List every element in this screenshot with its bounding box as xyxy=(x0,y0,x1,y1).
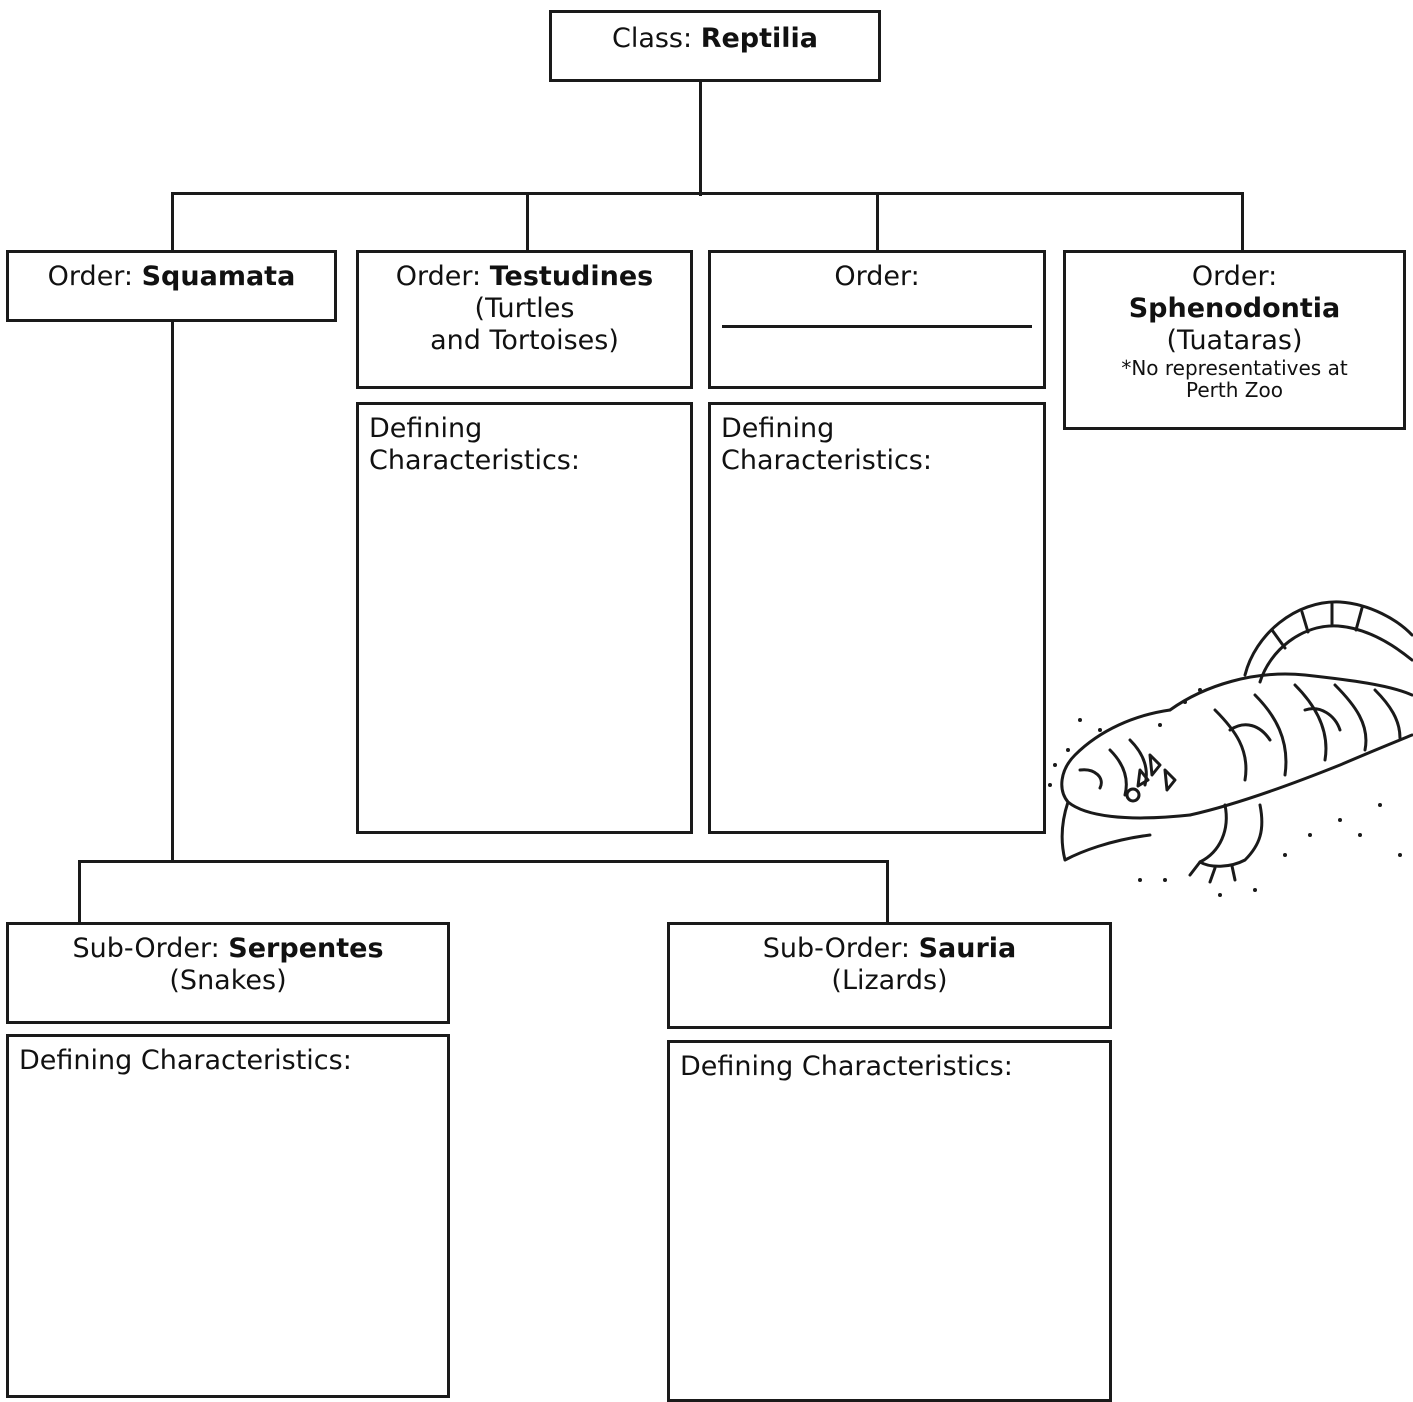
order-sphenodontia-note-line2: Perth Zoo xyxy=(1186,378,1283,402)
unknown-order-characteristics-label-line1: Defining xyxy=(721,413,835,444)
order-testudines-common-line2: and Tortoises) xyxy=(430,325,619,356)
order-squamata-box: Order: Squamata xyxy=(6,250,337,322)
order-squamata-name: Squamata xyxy=(141,261,296,292)
order-testudines-name: Testudines xyxy=(489,261,654,292)
blue-tongue-lizard-illustration-icon xyxy=(1048,600,1413,897)
suborder-serpentes-box: Sub-Order: Serpentes (Snakes) xyxy=(6,922,450,1024)
testudines-characteristics-label-line1: Defining xyxy=(369,413,483,444)
testudines-characteristics-box[interactable]: Defining Characteristics: xyxy=(356,402,693,834)
sauria-characteristics-box[interactable]: Defining Characteristics: xyxy=(667,1040,1112,1402)
connector-squamata-up xyxy=(171,192,174,252)
order-testudines-common-line1: (Turtles xyxy=(474,293,575,324)
order-squamata-prefix: Order: xyxy=(47,261,142,292)
order-testudines-box: Order: Testudines (Turtles and Tortoises… xyxy=(356,250,693,389)
order-sphenodontia-note-line1: *No representatives at xyxy=(1121,356,1348,380)
sauria-characteristics-label: Defining Characteristics: xyxy=(680,1051,1013,1082)
connector-class-down xyxy=(699,80,702,196)
connector-testudines-up xyxy=(526,192,529,252)
connector-sauria-up xyxy=(886,860,889,924)
connector-serpentes-up xyxy=(78,860,81,924)
class-prefix: Class: xyxy=(611,23,701,54)
order-unknown-prefix: Order: xyxy=(834,261,920,292)
order-testudines-prefix: Order: xyxy=(395,261,490,292)
unknown-order-characteristics-label-line2: Characteristics: xyxy=(721,445,932,476)
class-box: Class: Reptilia xyxy=(549,10,881,82)
suborder-sauria-prefix: Sub-Order: xyxy=(762,933,919,964)
connector-orders-horizontal xyxy=(171,192,1244,195)
order-unknown-box: Order: xyxy=(708,250,1046,389)
connector-squamata-down xyxy=(171,320,174,862)
suborder-serpentes-prefix: Sub-Order: xyxy=(72,933,229,964)
order-sphenodontia-name: Sphenodontia xyxy=(1128,293,1341,324)
testudines-characteristics-label-line2: Characteristics: xyxy=(369,445,580,476)
suborder-sauria-common: (Lizards) xyxy=(831,965,948,996)
order-sphenodontia-prefix: Order: xyxy=(1191,261,1278,292)
suborder-sauria-box: Sub-Order: Sauria (Lizards) xyxy=(667,922,1112,1029)
suborder-serpentes-common: (Snakes) xyxy=(169,965,287,996)
order-sphenodontia-common: (Tuataras) xyxy=(1166,325,1303,356)
serpentes-characteristics-label: Defining Characteristics: xyxy=(19,1045,352,1076)
order-sphenodontia-box: Order: Sphenodontia (Tuataras) *No repre… xyxy=(1063,250,1406,430)
order-name-blank-line[interactable] xyxy=(722,325,1032,328)
connector-sphenodontia-up xyxy=(1241,192,1244,252)
connector-unknown-order-up xyxy=(876,192,879,252)
suborder-serpentes-name: Serpentes xyxy=(228,933,384,964)
connector-suborders-horizontal xyxy=(78,860,889,863)
class-name: Reptilia xyxy=(700,23,819,54)
serpentes-characteristics-box[interactable]: Defining Characteristics: xyxy=(6,1034,450,1398)
unknown-order-characteristics-box[interactable]: Defining Characteristics: xyxy=(708,402,1046,834)
suborder-sauria-name: Sauria xyxy=(918,933,1017,964)
